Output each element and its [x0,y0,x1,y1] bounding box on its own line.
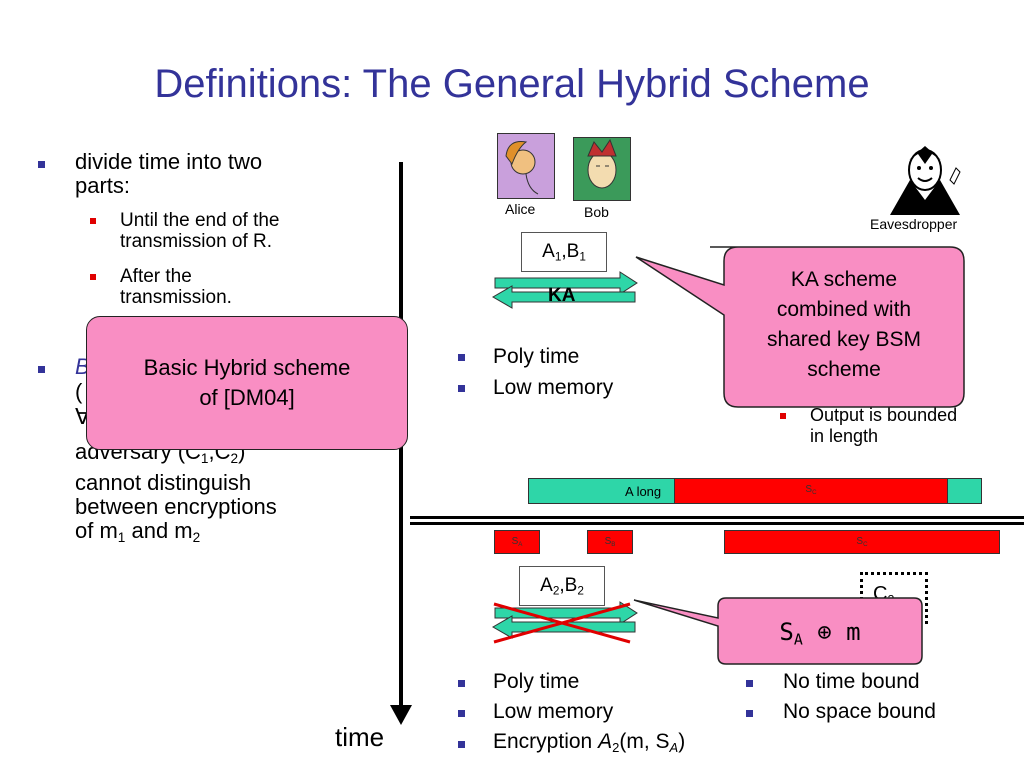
ka-label: KA [548,285,576,306]
key-box-phase2: A2,B2 [519,566,605,606]
slide-title: Definitions: The General Hybrid Scheme [154,62,870,106]
bullet-marker [458,354,465,361]
bar-sa: SA [494,530,540,554]
bullet-marker [458,385,465,392]
crossed-exchange-arrows [492,601,638,644]
bob-portrait [573,137,631,201]
key-box-phase1: A1,B1 [521,232,607,272]
bullet-marker [38,161,45,168]
callout-basic-hybrid: Basic Hybrid scheme of [DM04] [86,316,408,450]
alice-portrait [497,133,555,199]
phase2-bullets-right: No time bound No space bound [783,670,936,723]
bullet-marker [746,710,753,717]
phase2-bullets-left: Poly time Low memory Encryption A2(m, SA… [493,670,686,755]
callout-sa-xor-m: SA ⊕ m [779,618,861,649]
eavesdropper-icon [890,146,961,215]
bullet-marker [458,710,465,717]
phase1-bullets: Poly time Low memory [493,345,614,399]
sub-bullet-marker [780,413,786,419]
bar-sc-bottom: SC [724,530,1000,554]
bullet-marker [38,366,45,373]
bullet-adversary: adversary (C1,C2) cannot distinguish bet… [75,439,277,546]
separator-line-top [410,516,1024,519]
callout-ka-scheme: KA scheme combined with shared key BSM s… [766,268,922,381]
bullet-marker [746,680,753,687]
output-bounded-note: Output is bounded in length [810,405,958,446]
bullet-marker [458,680,465,687]
eavesdropper-label: Eavesdropper [870,216,958,232]
callout-ka-shape [635,246,965,408]
sub-bullet-marker [90,218,96,224]
bob-face-icon [587,138,617,189]
bar-sc-top: SC [674,478,948,504]
bob-label: Bob [584,204,609,220]
bullet-marker [458,741,465,748]
sub-bullet-after: After the transmission. [120,266,232,308]
ka-exchange-arrows [492,271,638,309]
bar-a-long-label: A long [625,484,662,499]
sub-bullet-marker [90,274,96,280]
alice-face-icon [505,141,539,195]
bullet-divide-time: divide time into two parts: [75,149,263,198]
separator-line-bottom [410,522,1024,525]
alice-label: Alice [505,201,536,217]
callout-sa-shape [633,597,923,665]
time-label: time [335,722,385,752]
bullet2-partial-paren: ( [75,379,83,404]
sub-bullet-until-end: Until the end of the transmission of R. [120,210,280,252]
bar-sb: SB [587,530,633,554]
